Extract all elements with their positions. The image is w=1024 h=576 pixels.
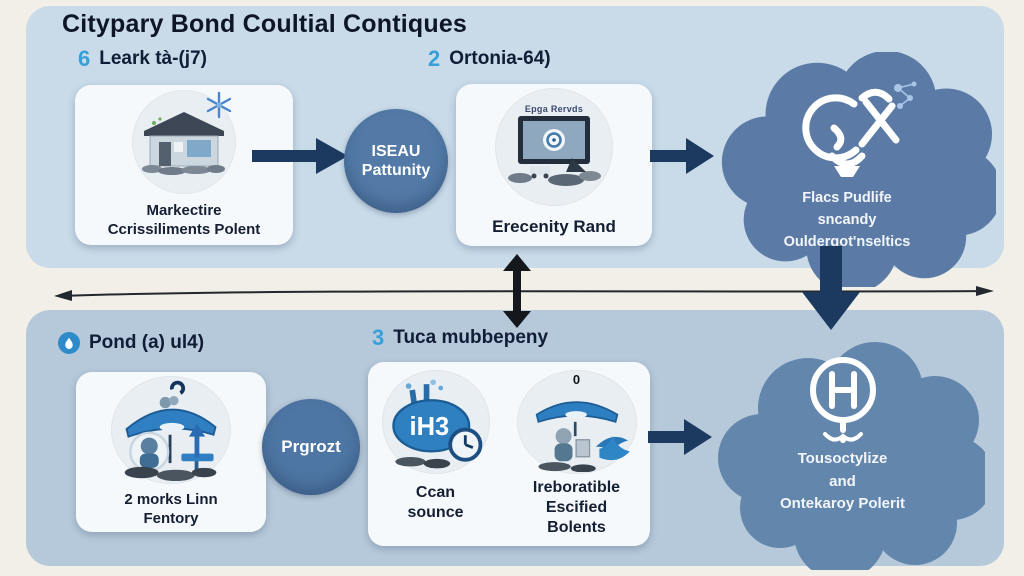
gear-bulb-icon	[802, 81, 917, 177]
cloud-bottom-text-line1: Tousoctylize	[797, 450, 888, 467]
step-3-label: Pond (a) ul4)	[89, 332, 205, 353]
droplet-icon	[58, 332, 80, 354]
card-sources-item1-image: iH3	[381, 370, 490, 474]
card-markective: Markectire Ccrissiliments Polent	[75, 85, 293, 245]
card-sources: iH3 Ccan sounce 0	[368, 362, 650, 546]
flow-arrow-right-2-icon	[650, 138, 714, 174]
step-4: 3 Tuca mubbepeny	[372, 327, 548, 349]
node-prgrozt-label: Prgrozt	[281, 436, 341, 456]
step-2-label: Ortonia-64)	[449, 48, 551, 69]
card-erecenity-tiny-label: Epga Rervds	[524, 104, 584, 114]
cloud-bottom-text-line2: and	[829, 472, 856, 490]
card-sources-item2-label-line2: Escified	[545, 499, 608, 516]
card-sources-item2-tiny-label: 0	[572, 371, 581, 387]
card-morks-linn: 2 morks Linn Fentory	[76, 372, 266, 532]
step-2: 2 Ortonia-64)	[428, 48, 551, 70]
divider-arrow-line	[54, 286, 994, 301]
factory-blob-clock-icon: iH3	[391, 379, 482, 469]
card-markective-label-line1: Markectire	[146, 202, 222, 219]
step-1: 6 Leark tà-(j7)	[78, 48, 207, 70]
card-sources-item1-label-line2: sounce	[407, 504, 464, 521]
card-erecenity: Epga Rervds Erecenity Rand	[456, 84, 652, 246]
step-2-number: 2	[428, 46, 441, 71]
step-1-label: Leark tà-(j7)	[99, 48, 207, 69]
card-sources-item2-label-line3: Bolents	[547, 519, 606, 536]
flow-arrow-down-icon	[802, 246, 860, 330]
card-sources-item1-label-line1: Ccan	[415, 484, 456, 501]
cloud-bottom-text-line3: Ontekaroy Polerit	[779, 495, 906, 512]
step-4-number: 3	[372, 325, 385, 350]
node-iseau-line2: Pattunity	[361, 162, 431, 179]
umbrella-signpost-icon	[124, 380, 217, 482]
card-morks-linn-image	[111, 376, 231, 484]
storefront-icon	[142, 112, 225, 175]
node-prgrozt: Prgrozt	[262, 399, 360, 495]
card-morks-linn-label-line1: 2 morks Linn	[124, 491, 218, 508]
snowflake-icon	[206, 91, 232, 119]
card-markective-image	[132, 90, 236, 194]
flow-arrow-right-1-icon	[252, 138, 348, 174]
card-markective-label-line2: Ccrissiliments Polent	[107, 220, 261, 238]
flow-arrow-right-3-icon	[648, 419, 712, 455]
step-4-label: Tuca mubbepeny	[393, 327, 549, 348]
cloud-top-text-line1: Flacs Pudlife	[802, 190, 892, 206]
card-erecenity-label: Erecenity Rand	[492, 217, 616, 236]
card-sources-item2-image: 0	[516, 370, 637, 474]
card-morks-linn-label-line2: Fentory	[143, 509, 199, 527]
umbrella-shark-icon	[535, 400, 630, 472]
cloud-tousoctylize: Tousoctylize and Ontekaroy Polerit	[700, 338, 994, 576]
monitor-icon	[508, 116, 601, 186]
circled-h-icon	[809, 357, 876, 443]
node-iseau: ISEAU Pattunity	[344, 109, 448, 213]
card-sources-item1: iH3 Ccan sounce	[381, 370, 490, 538]
double-arrow-vertical-icon	[503, 254, 531, 328]
card-sources-item2: 0 Ireboratible	[516, 370, 637, 538]
card-sources-item2-label-line1: Ireboratible	[532, 479, 621, 496]
card-erecenity-image: Epga Rervds	[495, 88, 613, 206]
node-iseau-line1: ISEAU	[371, 142, 421, 160]
cloud-flacs-pudlife: Flacs Pudlife sncandy Ouldergot'nseltics	[698, 50, 1002, 294]
step-3: Pond (a) ul4)	[58, 332, 204, 354]
diagram-title: Citypary Bond Coultial Contiques	[62, 10, 468, 38]
cloud-top-text-line3: Ouldergot'nseltics	[783, 233, 911, 250]
step-1-number: 6	[78, 46, 91, 71]
svg-text:iH3: iH3	[409, 413, 449, 441]
cloud-top-text-line2: sncandy	[817, 211, 877, 228]
